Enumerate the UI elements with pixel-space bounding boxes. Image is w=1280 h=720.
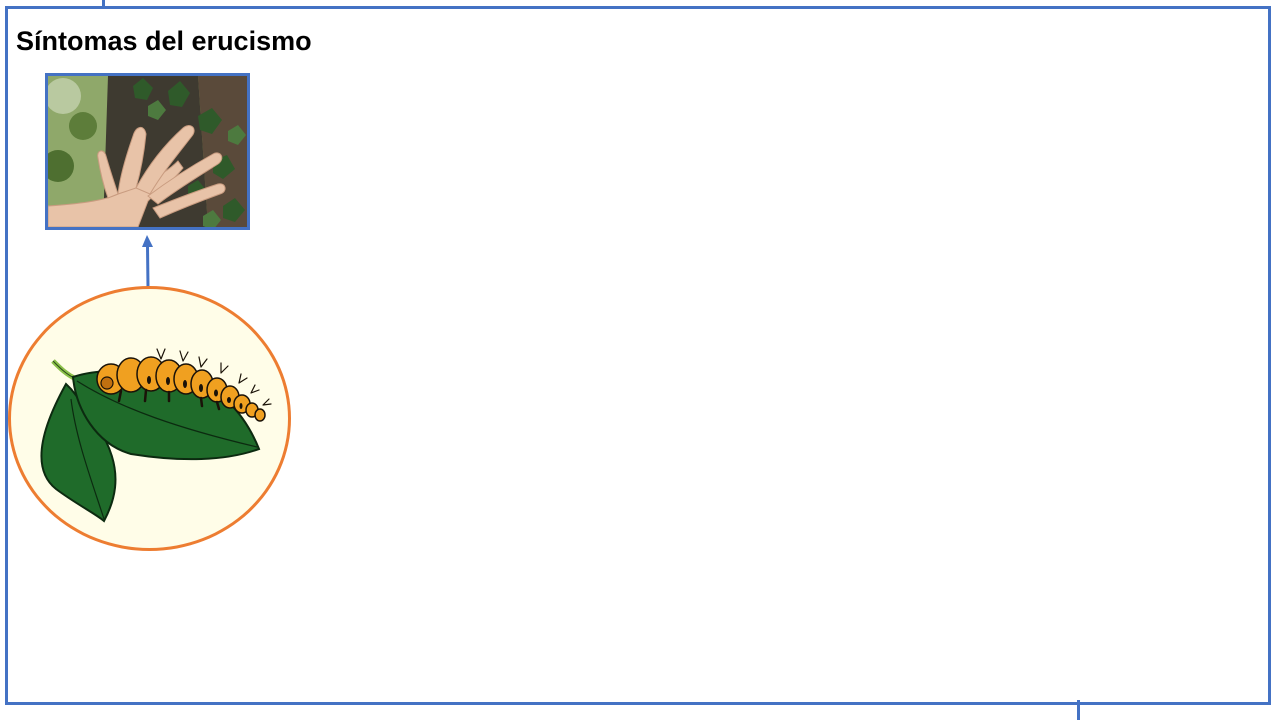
photo-illustration xyxy=(48,76,247,227)
hand-on-ivy-photo xyxy=(45,73,250,230)
caterpillar-on-leaf-illustration xyxy=(40,348,272,523)
slide-frame xyxy=(5,6,1271,705)
slide-title: Síntomas del erucismo xyxy=(16,26,312,56)
frame-connector-bottom xyxy=(1077,700,1080,720)
frame-connector-top xyxy=(102,0,105,8)
caterpillar-circle xyxy=(8,286,291,551)
